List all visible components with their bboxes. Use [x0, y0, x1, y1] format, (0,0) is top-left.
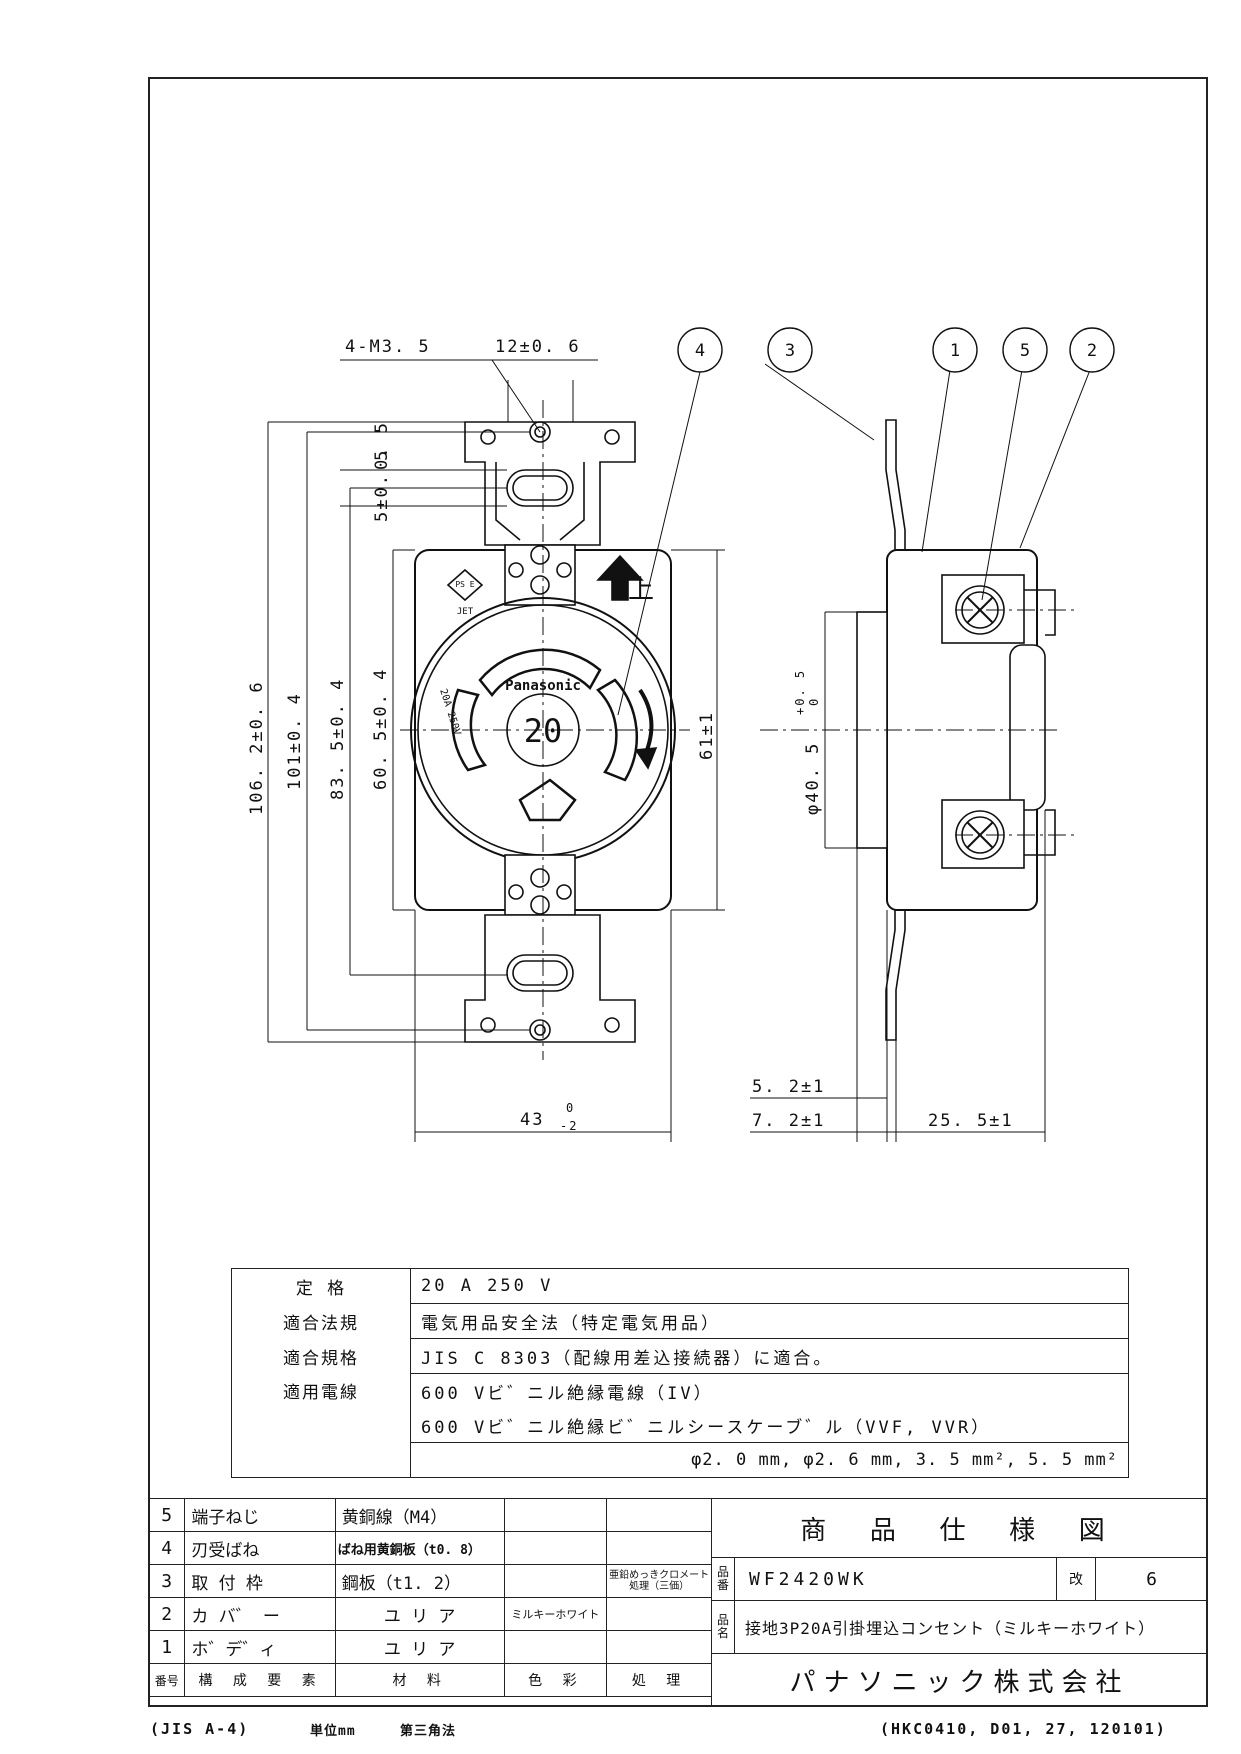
- spec-value: JIS C 8303（配線用差込接続器）に適合。: [410, 1338, 1129, 1374]
- drawing-title: 商 品 仕 様 図: [711, 1498, 1208, 1558]
- company-name: パナソニック株式会社: [711, 1653, 1208, 1707]
- footer-projection: 第三角法: [400, 1724, 457, 1739]
- pse-mark: PS E: [455, 580, 474, 589]
- mounting-frame-side: [885, 419, 906, 551]
- dim-diameter: φ40. 5: [803, 742, 823, 815]
- blade-slot-right: [595, 678, 639, 782]
- dim-screws: 4-M3. 5: [345, 337, 431, 357]
- footer-unit: 単位mm: [310, 1724, 356, 1739]
- spec-row: 適用電線 600 Vビ゛ニル絶縁電線（IV）: [231, 1373, 1129, 1408]
- table-row: 2 カ バ゛ ー ユ リ ア ミルキーホワイト: [147, 1597, 712, 1631]
- table-row: 5 端子ねじ 黄銅線（M4）: [147, 1498, 712, 1532]
- callout-2-label: 2: [1087, 341, 1097, 361]
- parts-table: 5 端子ねじ 黄銅線（M4） 4 刃受ばね ばね用黄銅板（t0. 8） 3 取 …: [147, 1498, 712, 1697]
- dim-slot-width: 5±0. 5: [372, 449, 392, 522]
- dim-slot-pitch: 83. 5±0. 4: [328, 678, 348, 800]
- spec-value: 20 A 250 V: [410, 1268, 1129, 1304]
- product-name: 接地3P20A引掛埋込コンセント（ミルキーホワイト）: [734, 1600, 1208, 1654]
- up-arrow-icon: [596, 554, 644, 601]
- dim-depth1: 5. 2±1: [752, 1077, 825, 1097]
- spec-label: 定 格: [231, 1268, 411, 1304]
- spec-value: 600 Vビ゛ニル絶縁ビ゛ニルシースケーブ゛ル（VVF, VVR）: [410, 1408, 1129, 1443]
- spec-value: 600 Vビ゛ニル絶縁電線（IV）: [410, 1373, 1129, 1408]
- callout-4: [677, 327, 723, 373]
- spec-label: 適合法規: [231, 1303, 411, 1339]
- blade-slot-bottom: [518, 778, 577, 822]
- callout-1: [932, 327, 978, 373]
- callout-4-label: 4: [695, 341, 705, 361]
- callout-2: [1069, 327, 1115, 373]
- product-name-label: 品名: [711, 1600, 735, 1654]
- table-row: 1 ホ゛デ゛ィ ユ リ ア: [147, 1630, 712, 1664]
- revision-label: 改: [1056, 1557, 1096, 1601]
- dim-depth3: 25. 5±1: [928, 1111, 1014, 1131]
- pse-diamond-icon: [446, 568, 484, 602]
- spec-label: 適用電線: [231, 1373, 411, 1408]
- dim-hole-pitch: 12±0. 6: [495, 337, 581, 357]
- spec-row: 定 格 20 A 250 V: [231, 1268, 1129, 1304]
- front-view: [267, 359, 725, 1142]
- part-number: WF2420WK: [734, 1557, 1057, 1601]
- callout-3-label: 3: [785, 341, 795, 361]
- side-view: [750, 363, 1091, 1142]
- dim-diameter-tol-lower: 0: [807, 697, 821, 706]
- top-strap: [464, 421, 636, 546]
- spec-row: 600 Vビ゛ニル絶縁ビ゛ニルシースケーブ゛ル（VVF, VVR）: [231, 1408, 1129, 1443]
- footer-standard: (JIS A-4): [150, 1720, 250, 1738]
- dim-total-height: 106. 2±0. 6: [247, 680, 267, 815]
- dim-width: 43: [520, 1110, 544, 1130]
- bottom-slot: [506, 954, 574, 992]
- callouts: [677, 327, 1115, 373]
- bottom-strap: [464, 914, 636, 1043]
- dim-cover-height: 61±1: [697, 711, 717, 760]
- spec-value: 電気用品安全法（特定電気用品）: [410, 1303, 1129, 1339]
- parts-header-row: 番号 構 成 要 素 材 料 色 彩 処 理: [147, 1663, 712, 1697]
- spec-row: 適合規格 JIS C 8303（配線用差込接続器）に適合。: [231, 1338, 1129, 1374]
- spec-label: 適合規格: [231, 1338, 411, 1374]
- brand: Panasonic: [505, 678, 581, 694]
- callout-5: [1002, 327, 1048, 373]
- rating-badge: 20: [524, 712, 563, 750]
- dim-diameter-tol-upper: +0. 5: [793, 669, 807, 715]
- spec-table: 定 格 20 A 250 V 適合法規 電気用品安全法（特定電気用品） 適合規格…: [231, 1268, 1129, 1478]
- spec-row: φ2. 0 mm, φ2. 6 mm, 3. 5 mm², 5. 5 mm²: [231, 1442, 1129, 1478]
- dim-depth2: 7. 2±1: [752, 1111, 825, 1131]
- jet-mark: JET: [457, 607, 474, 617]
- callout-5-label: 5: [1020, 341, 1030, 361]
- table-row: 3 取 付 枠 鋼板（t1. 2） 亜鉛めっきクロメート処理（三価）: [147, 1564, 712, 1598]
- callout-3: [767, 327, 813, 373]
- footer-doc-code: (HKC0410, D01, 27, 120101): [880, 1720, 1167, 1738]
- dim-mount-pitch: 101±0. 4: [285, 692, 305, 790]
- title-block: 商 品 仕 様 図 品番 WF2420WK 改 6 品名 接地3P20A引掛埋込…: [711, 1498, 1208, 1707]
- terminal-bottom: [941, 799, 1025, 869]
- blade-slot-left: [451, 688, 488, 772]
- table-row: 4 刃受ばね ばね用黄銅板（t0. 8）: [147, 1531, 712, 1565]
- spec-value: φ2. 0 mm, φ2. 6 mm, 3. 5 mm², 5. 5 mm²: [410, 1442, 1129, 1478]
- dim-slot-gap: 0. 5: [372, 421, 392, 470]
- spec-row: 適合法規 電気用品安全法（特定電気用品）: [231, 1303, 1129, 1339]
- dim-width-tol-lower: -2: [560, 1119, 578, 1133]
- terminal-top: [941, 574, 1025, 644]
- drawing-frame: [148, 77, 1208, 1707]
- dim-width-tol-upper: 0: [566, 1101, 575, 1115]
- revision: 6: [1095, 1557, 1208, 1601]
- part-no-label: 品番: [711, 1557, 735, 1601]
- blade-slot-top: [478, 648, 602, 698]
- callout-1-label: 1: [950, 341, 960, 361]
- dim-body-height: 60. 5±0. 4: [371, 668, 391, 790]
- up-mark: 上: [628, 575, 654, 605]
